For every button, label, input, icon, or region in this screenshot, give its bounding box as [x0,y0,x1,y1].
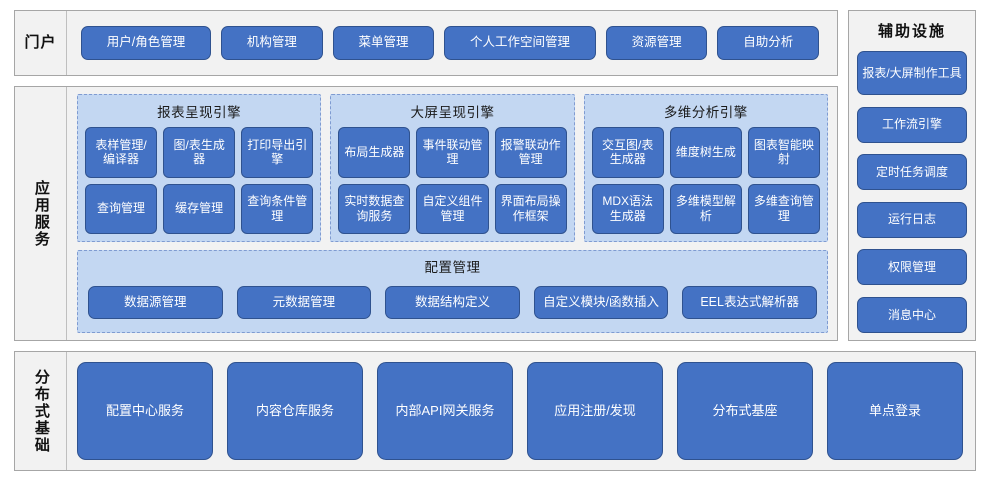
engine-multidimensional-analysis: 多维分析引擎 交互图/表生成器 维度树生成 图表智能映射 MDX语法生成器 多维… [583,94,828,242]
aux-item-report-dashboard-authoring-tool[interactable]: 报表/大屏制作工具 [857,51,967,95]
aux-item-scheduled-task-scheduler[interactable]: 定时任务调度 [857,154,967,191]
portal-item-menu-management[interactable]: 菜单管理 [332,26,435,60]
engine-row: 报表呈现引擎 表样管理/编译器 图/表生成器 打印导出引擎 查询管理 缓存管理 … [77,94,828,242]
portal-item-org-management[interactable]: 机构管理 [221,26,323,60]
application-services-band-label: 应用服务 [15,87,67,340]
engine-item-dimension-tree-generation[interactable]: 维度树生成 [669,127,742,178]
engine-large-screen-rendering-title: 大屏呈现引擎 [410,105,495,120]
engine-item-query-management[interactable]: 查询管理 [85,183,158,234]
application-services-content: 报表呈现引擎 表样管理/编译器 图/表生成器 打印导出引擎 查询管理 缓存管理 … [77,94,828,333]
distributed-infrastructure-band: 分布式基础 配置中心服务 内容仓库服务 内部API网关服务 应用注册/发现 分布… [14,351,976,471]
aux-item-workflow-engine[interactable]: 工作流引擎 [857,106,967,143]
portal-item-user-role-management[interactable]: 用户/角色管理 [81,26,212,60]
engine-item-custom-component-management[interactable]: 自定义组件管理 [416,183,489,234]
engine-item-multidim-model-parsing[interactable]: 多维模型解析 [669,183,742,234]
portal-item-list: 用户/角色管理 机构管理 菜单管理 个人工作空间管理 资源管理 自助分析 [77,11,827,75]
engine-item-print-export-engine[interactable]: 打印导出引擎 [241,127,314,178]
engine-item-query-condition-management[interactable]: 查询条件管理 [241,183,314,234]
portal-band-label: 门户 [15,11,67,75]
configuration-management-title: 配置管理 [424,260,481,275]
config-item-eel-expression-parser[interactable]: EEL表达式解析器 [682,286,817,319]
auxiliary-facilities-title: 辅助设施 [877,23,946,40]
infra-item-app-registration-discovery[interactable]: 应用注册/发现 [527,362,663,460]
infra-item-config-center-service[interactable]: 配置中心服务 [77,362,213,460]
engine-large-screen-rendering-items: 布局生成器 事件联动管理 报警联动作管理 实时数据查询服务 自定义组件管理 界面… [338,127,567,234]
engine-report-rendering-title: 报表呈现引擎 [157,105,242,120]
infra-item-internal-api-gateway-service[interactable]: 内部API网关服务 [377,362,513,460]
config-item-custom-module-function-insert[interactable]: 自定义模块/函数插入 [533,286,669,319]
config-item-metadata-management[interactable]: 元数据管理 [236,286,372,319]
aux-item-runtime-log[interactable]: 运行日志 [857,201,967,238]
infra-item-single-sign-on[interactable]: 单点登录 [827,362,963,460]
engine-item-ui-layout-operation-framework[interactable]: 界面布局操作框架 [494,183,567,234]
engine-item-interactive-chart-table-generator[interactable]: 交互图/表生成器 [591,127,664,178]
auxiliary-facilities-list: 报表/大屏制作工具 工作流引擎 定时任务调度 运行日志 权限管理 消息中心 [857,51,967,333]
engine-item-cache-management[interactable]: 缓存管理 [163,183,236,234]
auxiliary-facilities-panel: 辅助设施 报表/大屏制作工具 工作流引擎 定时任务调度 运行日志 权限管理 消息… [848,10,976,341]
config-item-datasource-management[interactable]: 数据源管理 [88,286,223,319]
engine-item-report-template-compiler[interactable]: 表样管理/编译器 [85,127,158,178]
engine-item-layout-generator[interactable]: 布局生成器 [338,127,411,178]
distributed-infrastructure-item-list: 配置中心服务 内容仓库服务 内部API网关服务 应用注册/发现 分布式基座 单点… [77,362,963,460]
engine-item-chart-smart-mapping[interactable]: 图表智能映射 [747,127,820,178]
engine-large-screen-rendering: 大屏呈现引擎 布局生成器 事件联动管理 报警联动作管理 实时数据查询服务 自定义… [330,94,575,242]
distributed-infrastructure-band-label: 分布式基础 [15,352,67,470]
engine-item-alarm-action-management[interactable]: 报警联动作管理 [494,127,567,178]
engine-multidimensional-analysis-title: 多维分析引擎 [663,105,748,120]
engine-item-mdx-syntax-generator[interactable]: MDX语法生成器 [591,183,664,234]
portal-item-self-service-analysis[interactable]: 自助分析 [717,26,820,60]
config-item-data-structure-definition[interactable]: 数据结构定义 [385,286,520,319]
aux-item-permission-management[interactable]: 权限管理 [857,249,967,286]
engine-item-chart-table-generator[interactable]: 图/表生成器 [163,127,236,178]
engine-report-rendering-items: 表样管理/编译器 图/表生成器 打印导出引擎 查询管理 缓存管理 查询条件管理 [85,127,314,234]
configuration-management-items: 数据源管理 元数据管理 数据结构定义 自定义模块/函数插入 EEL表达式解析器 [88,281,817,324]
portal-item-personal-workspace-management[interactable]: 个人工作空间管理 [444,26,596,60]
engine-item-event-linkage-management[interactable]: 事件联动管理 [416,127,489,178]
configuration-management-group: 配置管理 数据源管理 元数据管理 数据结构定义 自定义模块/函数插入 EEL表达… [77,250,828,333]
portal-band: 门户 用户/角色管理 机构管理 菜单管理 个人工作空间管理 资源管理 自助分析 [14,10,838,76]
engine-item-multidim-query-management[interactable]: 多维查询管理 [747,183,820,234]
engine-item-realtime-data-query-service[interactable]: 实时数据查询服务 [338,183,411,234]
engine-multidimensional-analysis-items: 交互图/表生成器 维度树生成 图表智能映射 MDX语法生成器 多维模型解析 多维… [591,127,820,234]
aux-item-message-center[interactable]: 消息中心 [857,296,967,333]
application-services-band: 应用服务 报表呈现引擎 表样管理/编译器 图/表生成器 打印导出引擎 查询管理 … [14,86,838,341]
infra-item-content-repository-service[interactable]: 内容仓库服务 [227,362,363,460]
portal-item-resource-management[interactable]: 资源管理 [605,26,708,60]
infra-item-distributed-base[interactable]: 分布式基座 [677,362,813,460]
engine-report-rendering: 报表呈现引擎 表样管理/编译器 图/表生成器 打印导出引擎 查询管理 缓存管理 … [77,94,322,242]
